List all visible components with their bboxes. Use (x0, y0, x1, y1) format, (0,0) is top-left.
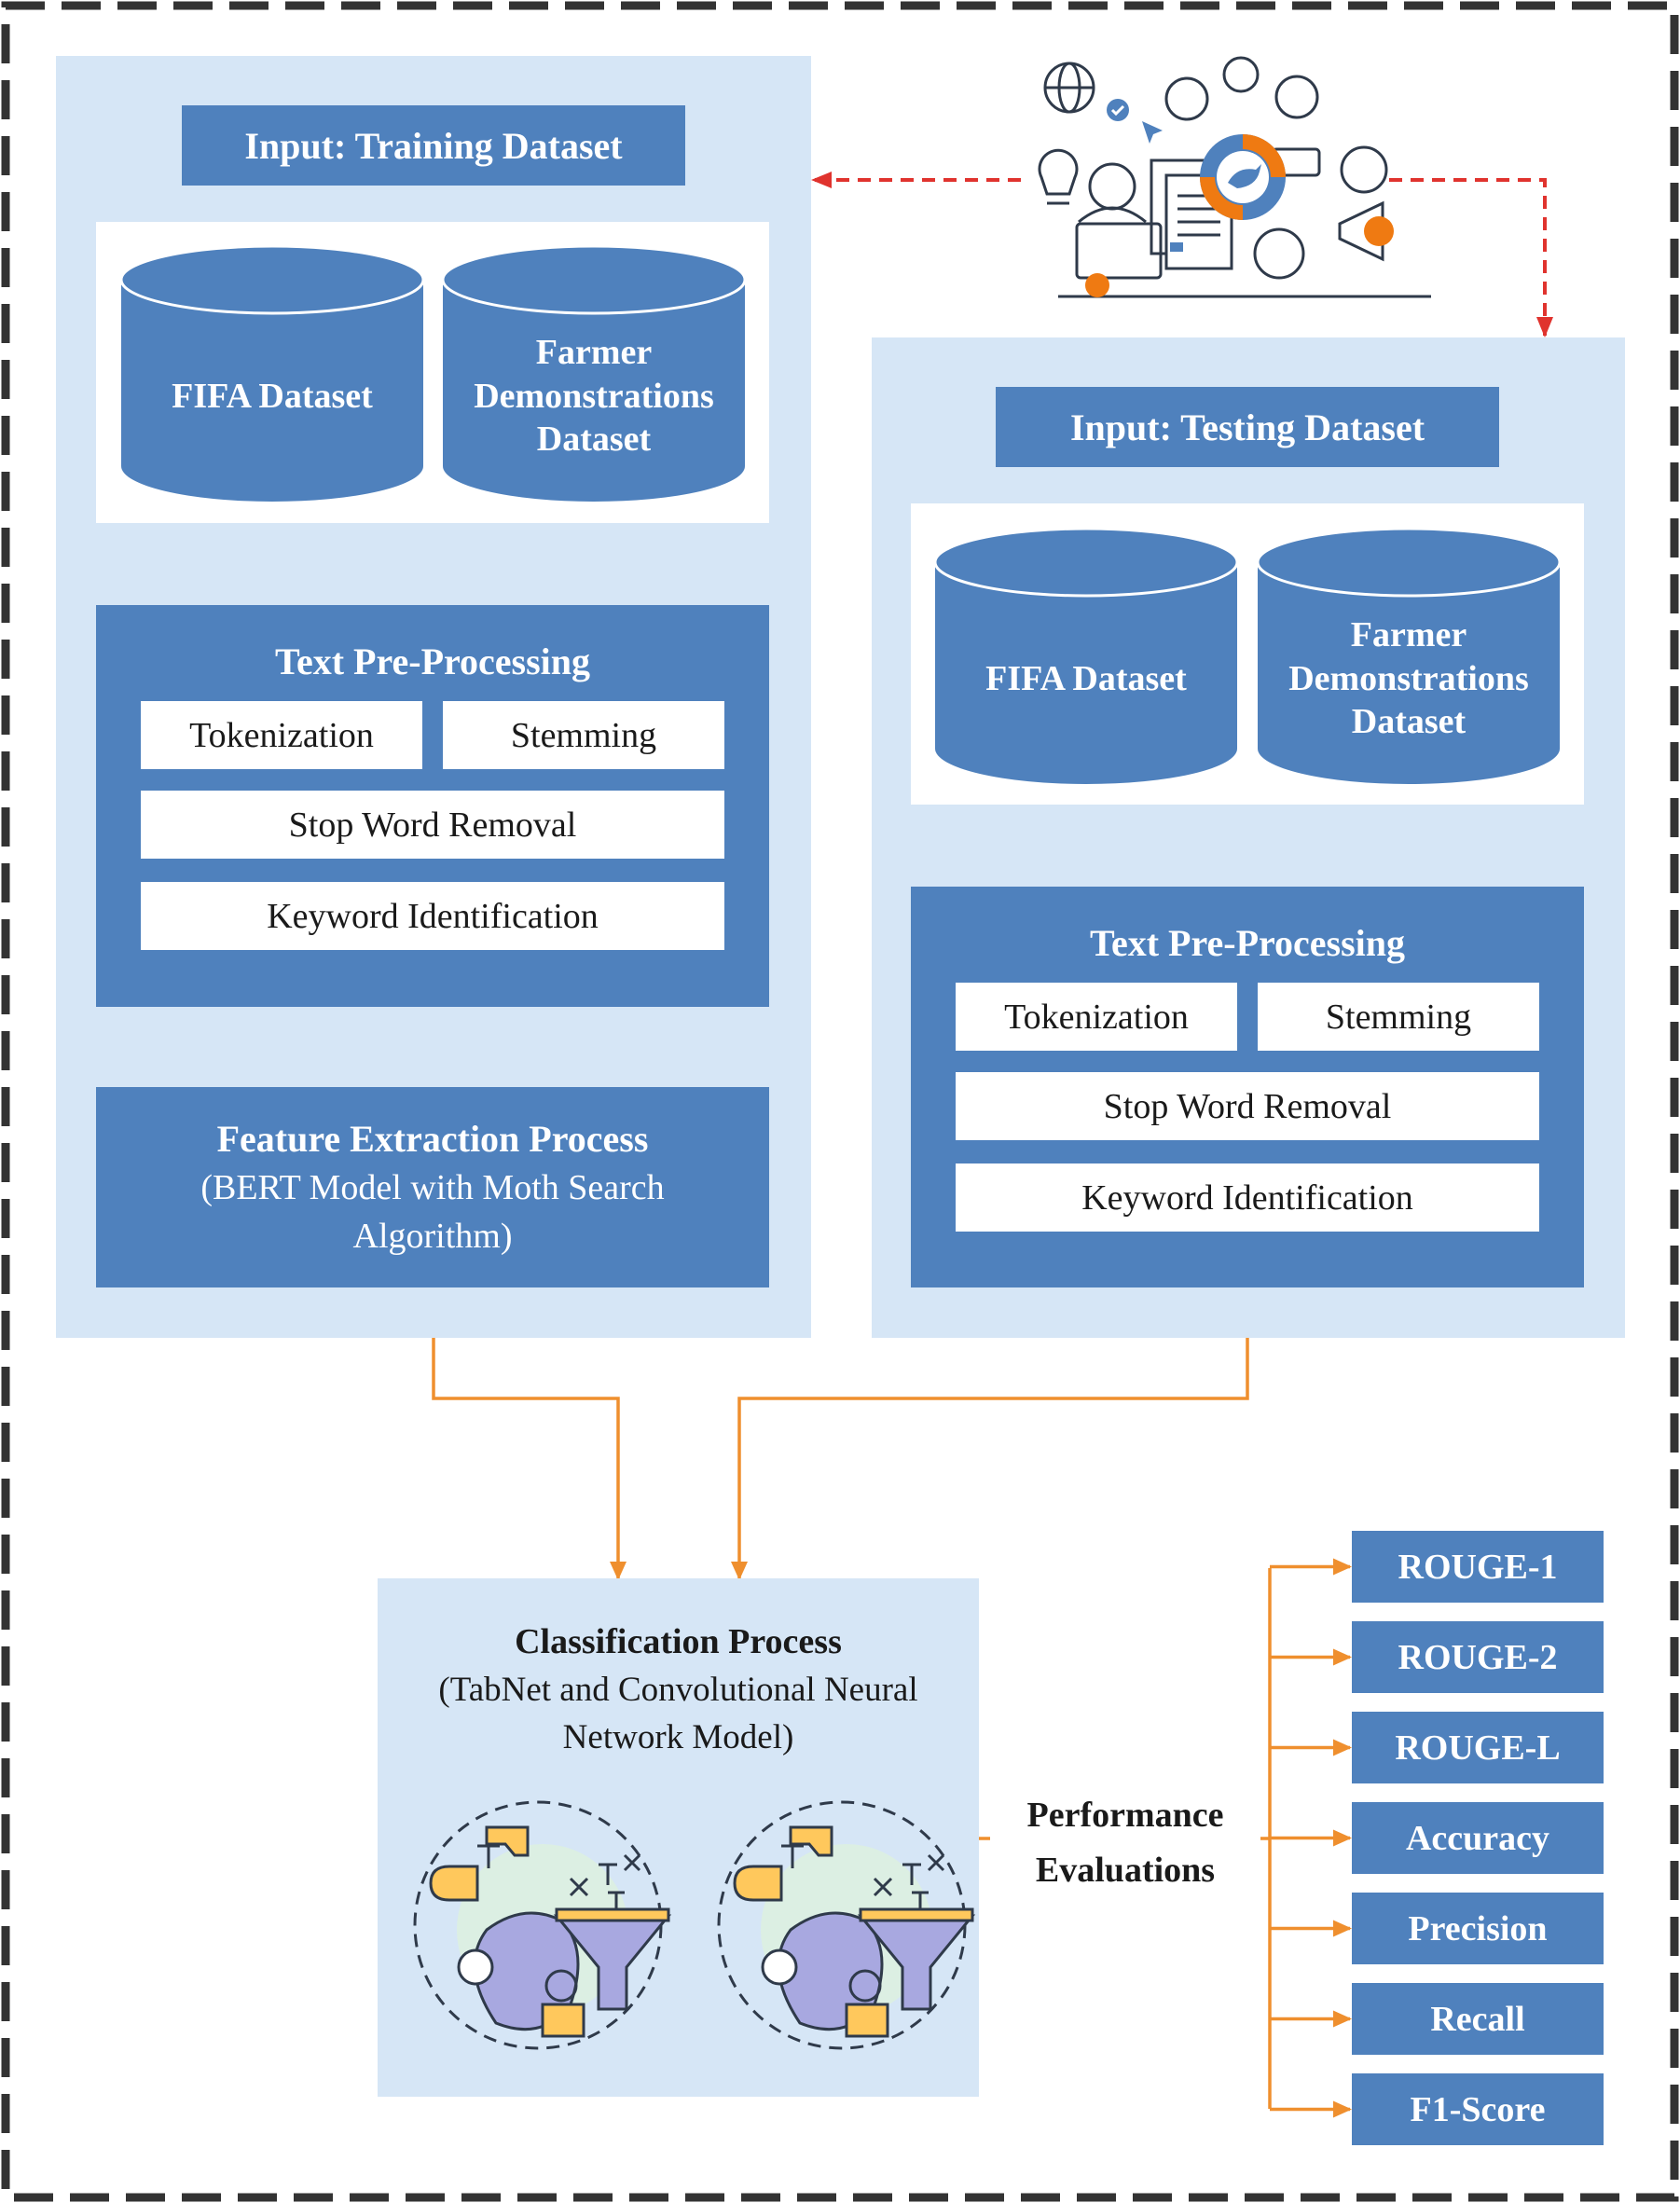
training-keyword-step: Keyword Identification (141, 882, 724, 950)
classification-line3: Network Model) (562, 1718, 794, 1757)
classification-title: Classification Process (515, 1622, 842, 1661)
training-tokenization-step: Tokenization (141, 701, 422, 769)
testing-input-label: Input: Testing Dataset (1069, 406, 1425, 448)
feature-extraction-title: Feature Extraction Process (216, 1118, 649, 1161)
nlp-brain-icon (717, 1800, 976, 2050)
connector-training-to-classification (432, 1338, 627, 1580)
testing-tokenization-step: Tokenization (956, 983, 1237, 1051)
connector-testing-to-classification (731, 1338, 1249, 1580)
training-fifa-label: FIFA Dataset (172, 376, 373, 416)
testing-fifa-label: FIFA Dataset (985, 658, 1187, 698)
social-media-network-icon (1038, 56, 1431, 298)
testing-input-box: Input: Testing Dataset (996, 387, 1499, 467)
training-stop-word-step: Stop Word Removal (141, 791, 724, 859)
testing-keyword-step: Keyword Identification (956, 1163, 1539, 1232)
training-stemming-step: Stemming (443, 701, 724, 769)
performance-evaluations-label: Performance Evaluations (990, 1788, 1260, 1898)
metric-f1-score: F1-Score (1352, 2073, 1604, 2145)
testing-farmer-label: Farmer Demonstrations Dataset (1288, 615, 1529, 742)
training-input-box: Input: Training Dataset (182, 105, 685, 186)
metric-rouge-2: ROUGE-2 (1352, 1621, 1604, 1693)
classification-line2: (TabNet and Convolutional Neural (438, 1671, 918, 1710)
feature-extraction-box: Feature Extraction Process (BERT Model w… (96, 1087, 769, 1287)
feature-extraction-line2: (BERT Model with Moth Search (200, 1168, 665, 1208)
metric-rouge-1: ROUGE-1 (1352, 1531, 1604, 1603)
nlp-brain-icon (413, 1800, 672, 2050)
metric-tick-arrows (1270, 1558, 1352, 2118)
dashed-arrow-to-testing (1389, 178, 1553, 337)
testing-farmer-cylinder (1256, 527, 1562, 784)
testing-stop-word-step: Stop Word Removal (956, 1072, 1539, 1140)
metric-precision: Precision (1352, 1893, 1604, 1964)
performance-line1: Performance (1026, 1796, 1224, 1835)
classification-text: Classification Process (TabNet and Convo… (378, 1618, 979, 1762)
training-preprocessing-title: Text Pre-Processing (274, 640, 591, 682)
training-fifa-cylinder (119, 244, 425, 502)
performance-line2: Evaluations (1035, 1850, 1216, 1890)
testing-fifa-cylinder (933, 527, 1239, 784)
testing-stemming-step: Stemming (1258, 983, 1539, 1051)
testing-preprocessing-title: Text Pre-Processing (1089, 922, 1406, 964)
training-farmer-cylinder (441, 244, 747, 502)
training-input-label: Input: Training Dataset (244, 124, 623, 167)
metric-rouge-l: ROUGE-L (1352, 1712, 1604, 1783)
metric-accuracy: Accuracy (1352, 1802, 1604, 1874)
feature-extraction-line3: Algorithm) (352, 1216, 513, 1256)
metric-recall: Recall (1352, 1983, 1604, 2055)
training-farmer-label: Farmer Demonstrations Dataset (474, 333, 714, 460)
